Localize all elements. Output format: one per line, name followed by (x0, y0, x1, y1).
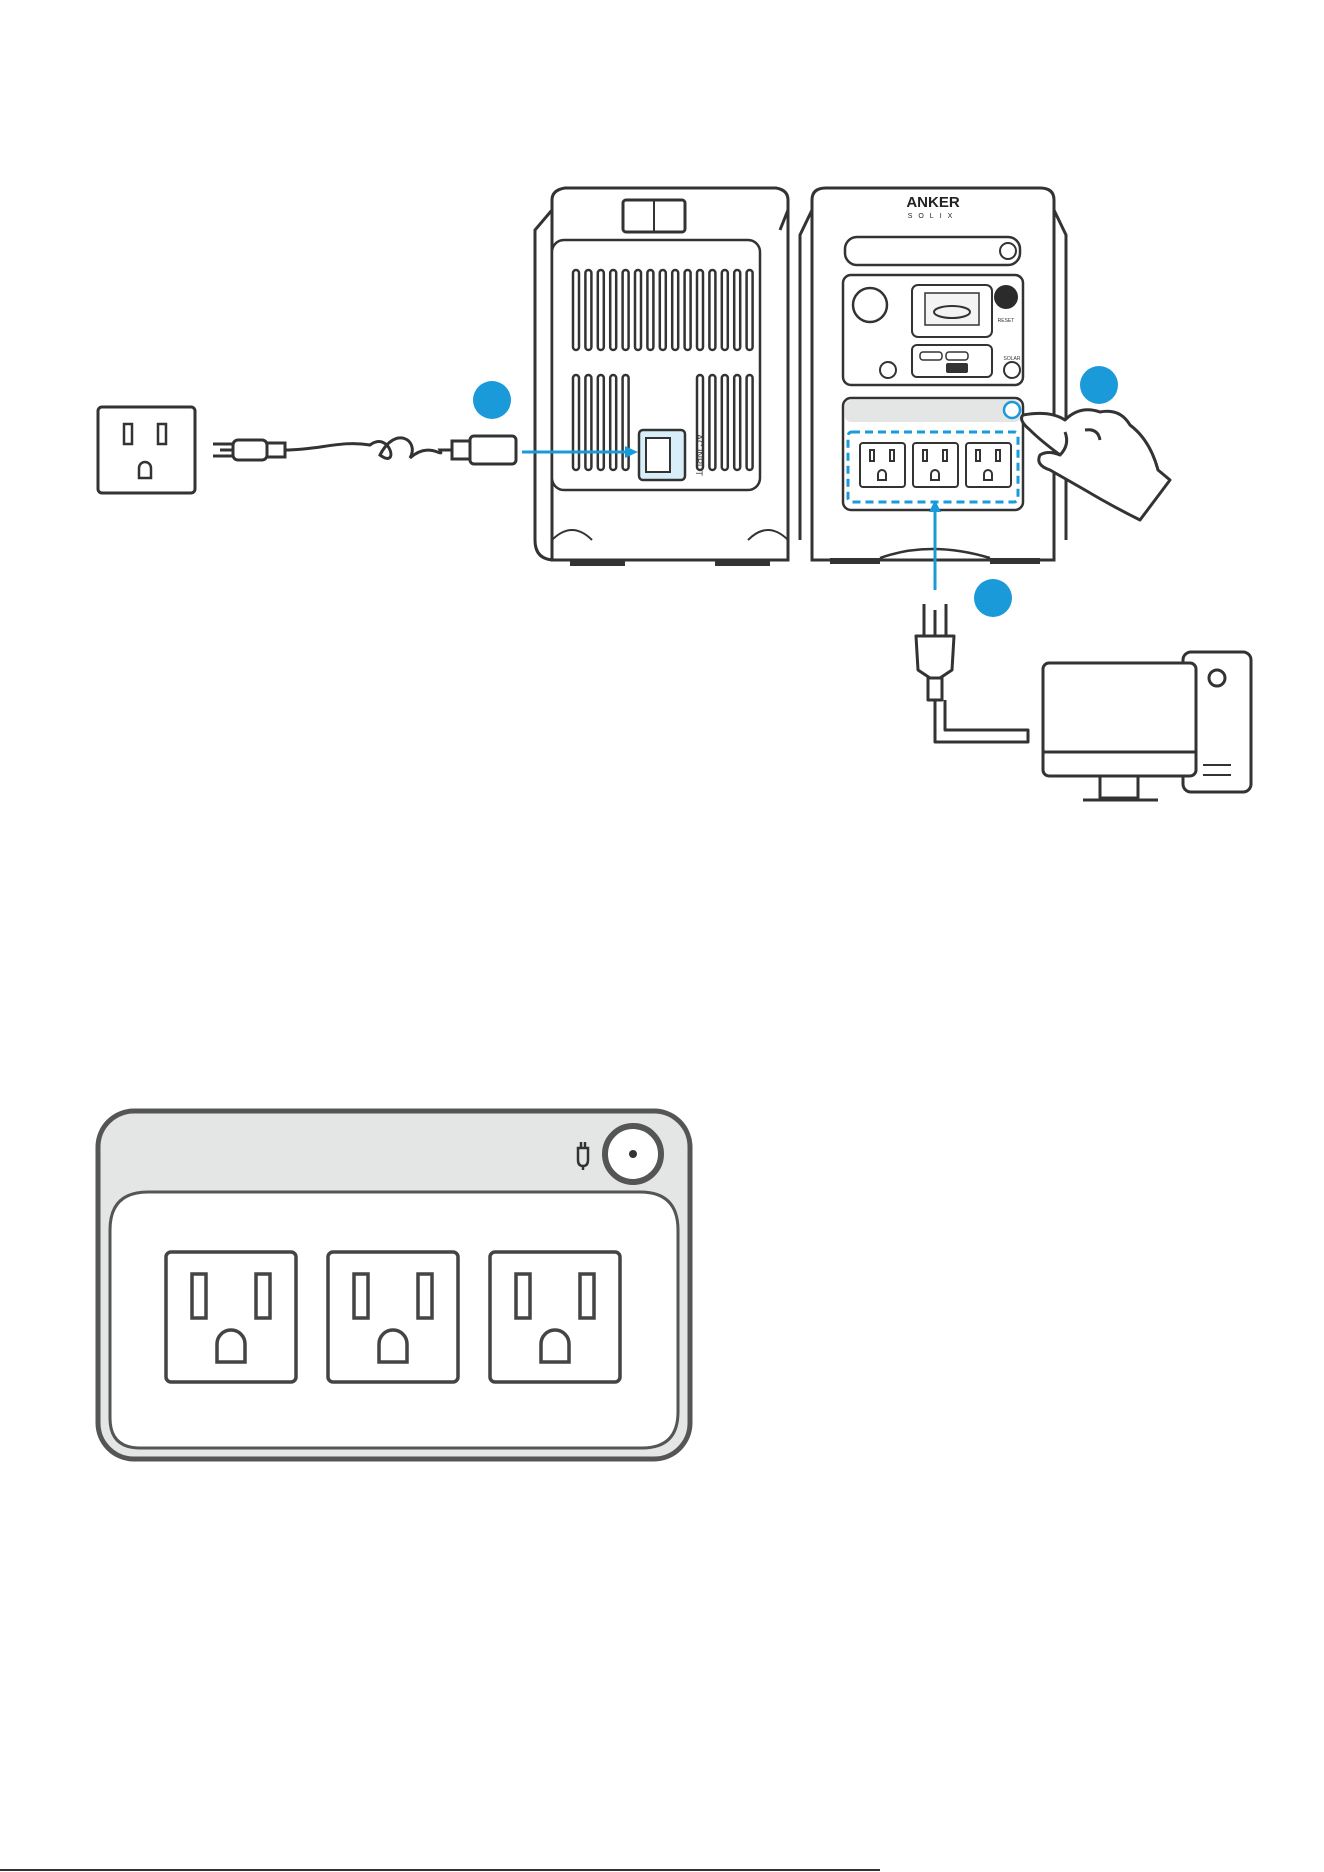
power-plug-icon (916, 604, 1028, 742)
ac-outlet (166, 1252, 296, 1382)
front-ac-outlets (860, 443, 1011, 487)
dial-knob (853, 288, 887, 322)
lcd-display (925, 293, 979, 325)
ac-power-cable (213, 436, 516, 464)
ac-power-button (1004, 402, 1020, 418)
solar-label: SOLAR (1004, 356, 1021, 362)
ac-outlet (328, 1252, 458, 1382)
power-station-side-view: AC INPUT (535, 188, 788, 566)
ac-outlet (490, 1252, 620, 1382)
main-power-button (994, 285, 1018, 309)
reset-label: RESET (998, 318, 1015, 324)
step-2-marker (1080, 366, 1118, 404)
ac-outlet-panel-zoom (98, 1111, 690, 1459)
step-1-marker (473, 381, 511, 419)
brand-name: ANKER (906, 194, 960, 211)
wall-outlet-icon (98, 407, 195, 493)
computer-icon (1043, 652, 1251, 800)
brand-subname: SOLIX (908, 213, 959, 220)
step-3-marker (974, 579, 1012, 617)
ac-input-label: AC INPUT (694, 434, 704, 477)
